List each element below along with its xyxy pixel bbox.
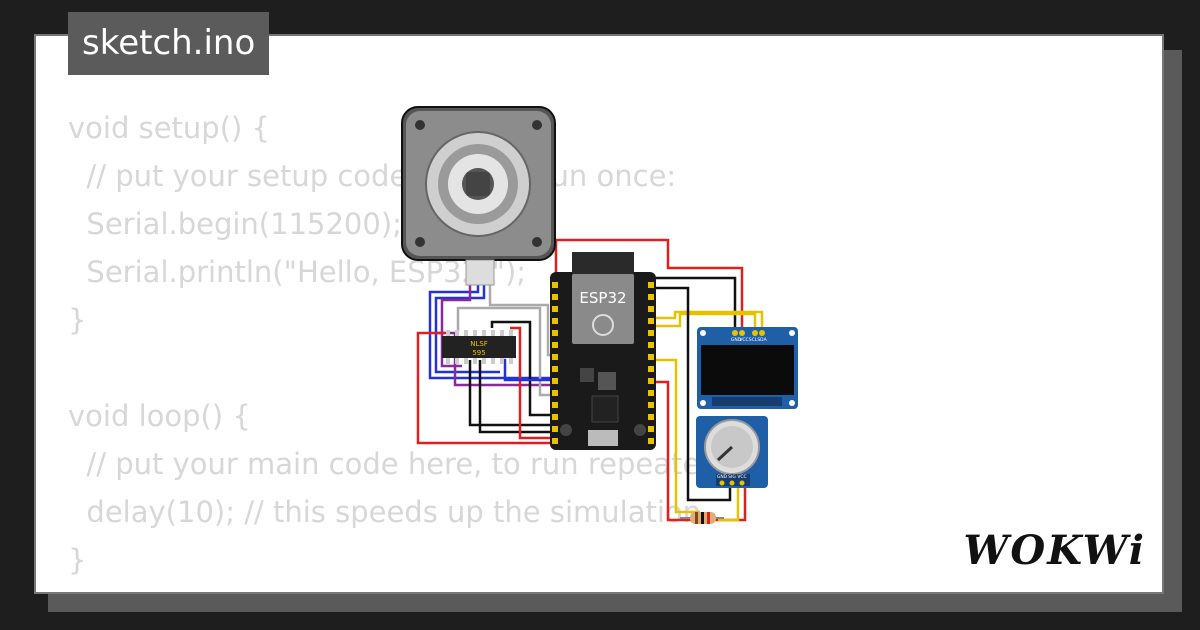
- oled-pin-label: VCC: [739, 337, 748, 343]
- code-line: delay(10); // this speeds up the simulat…: [68, 495, 711, 529]
- potentiometer-icon[interactable]: GND SIG VCC: [696, 416, 768, 488]
- wire-gray: [456, 306, 556, 397]
- code-line: void loop() {: [68, 399, 251, 433]
- filename-tab[interactable]: sketch.ino: [68, 12, 270, 75]
- wire-red: [510, 326, 556, 440]
- code-line: }: [68, 303, 87, 337]
- wire-red: [416, 331, 556, 445]
- shift-register-label: 595: [472, 349, 485, 357]
- esp32-board-icon[interactable]: ESP32: [550, 252, 656, 450]
- wires: [416, 238, 764, 522]
- wire-purple: [440, 285, 472, 368]
- oled-pin-label: GND: [731, 337, 742, 343]
- shift-register-icon[interactable]: NLSF 595: [442, 330, 516, 364]
- wokwi-logo: WOKWi: [963, 527, 1146, 574]
- resistor-icon[interactable]: [680, 512, 724, 524]
- code-line: void setup() {: [68, 111, 270, 145]
- code-line: Serial.begin(115200);: [68, 207, 402, 241]
- shift-register-label: NLSF: [470, 340, 488, 348]
- wire-yellow: [718, 482, 740, 522]
- oled-pin-label: SDA: [757, 337, 767, 343]
- board-label: ESP32: [579, 289, 626, 307]
- wire-black: [490, 320, 556, 417]
- pot-pin-label: GND: [717, 474, 728, 480]
- pot-pin-label: SIG: [728, 474, 736, 480]
- oled-display-icon[interactable]: GND VCC SCL SDA: [697, 327, 798, 409]
- pot-pin-label: VCC: [737, 474, 746, 480]
- wire-black: [650, 286, 732, 502]
- wire-red: [650, 380, 747, 522]
- oled-pin-label: SCL: [749, 337, 758, 343]
- wire-red: [554, 238, 744, 332]
- stepper-motor-icon[interactable]: [401, 106, 556, 286]
- wire-black: [468, 360, 556, 427]
- wire-black: [478, 360, 556, 434]
- wire-yellow: [650, 312, 757, 332]
- wire-yellow: [650, 310, 764, 332]
- code-line: }: [68, 543, 87, 577]
- wire-yellow: [650, 358, 700, 514]
- wire-black: [650, 276, 737, 332]
- wire-blue: [434, 285, 500, 374]
- wire-blue: [428, 285, 556, 380]
